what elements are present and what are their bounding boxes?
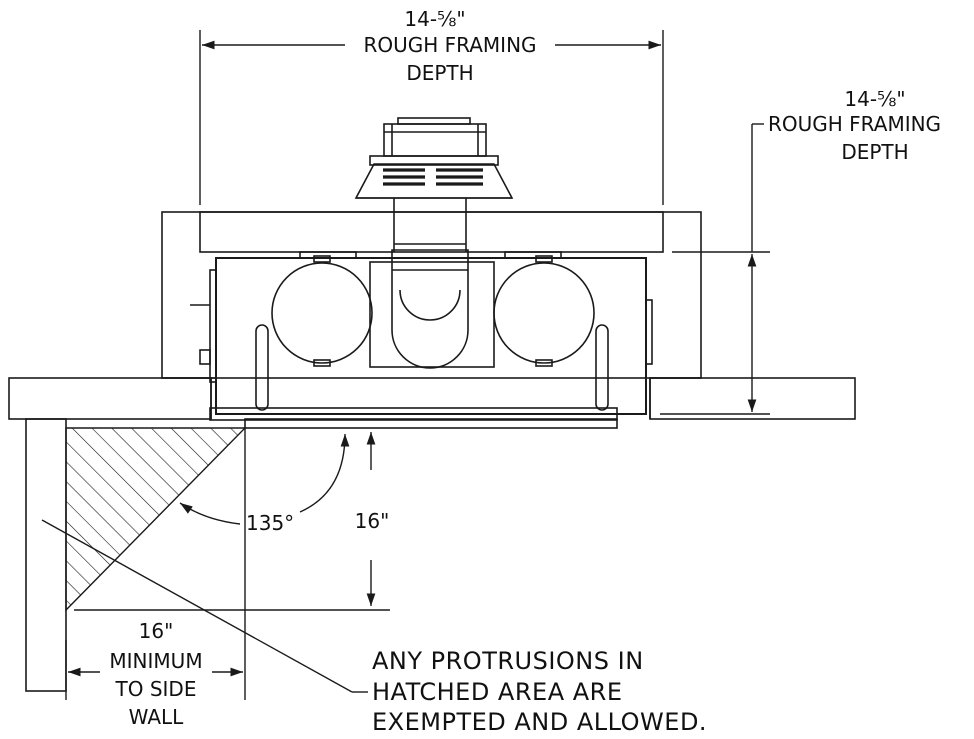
note-line-1: ANY PROTRUSIONS IN bbox=[372, 647, 644, 675]
left-port bbox=[271, 255, 373, 367]
side-wall-dimension-line bbox=[65, 640, 243, 700]
right-depth-label-depth: DEPTH bbox=[841, 140, 909, 164]
note-line-3: EXEMPTED AND ALLOWED. bbox=[372, 708, 708, 736]
right-slot bbox=[595, 324, 609, 411]
side-wall-label-minimum: MINIMUM bbox=[100, 650, 212, 673]
top-depth-label-depth: DEPTH bbox=[406, 61, 474, 85]
right-port bbox=[493, 255, 595, 367]
note-line-2: HATCHED AREA ARE bbox=[372, 678, 623, 706]
side-wall-label-to-side: TO SIDE bbox=[115, 677, 197, 701]
angle-label: 135° bbox=[246, 511, 295, 535]
side-wall-value: 16" bbox=[138, 619, 174, 643]
vertical-clearance-label: 16" bbox=[348, 510, 396, 533]
right-depth-value: 14-⅝" bbox=[844, 87, 906, 111]
rough-framing bbox=[161, 211, 702, 379]
unit-housing bbox=[190, 251, 653, 429]
roof-cap bbox=[354, 117, 514, 199]
angle-arc bbox=[179, 433, 350, 525]
note-leader bbox=[41, 519, 368, 693]
top-depth-label: ROUGH FRAMING bbox=[363, 33, 537, 57]
top-dimension-line bbox=[199, 30, 664, 205]
side-wall-label-wall: WALL bbox=[128, 705, 184, 729]
roof-cap-louvers bbox=[383, 168, 483, 186]
side-wall bbox=[25, 418, 67, 692]
vertical-clearance-line bbox=[74, 428, 390, 700]
center-collar bbox=[369, 249, 495, 369]
left-slot bbox=[255, 324, 269, 411]
ceiling-slab bbox=[8, 377, 856, 420]
top-depth-value: 14-⅝" bbox=[404, 7, 466, 31]
vent-pipe bbox=[393, 198, 467, 252]
right-depth-label: ROUGH FRAMING bbox=[768, 112, 942, 136]
right-dimension-line bbox=[660, 123, 770, 415]
hatched-area bbox=[65, 427, 247, 612]
